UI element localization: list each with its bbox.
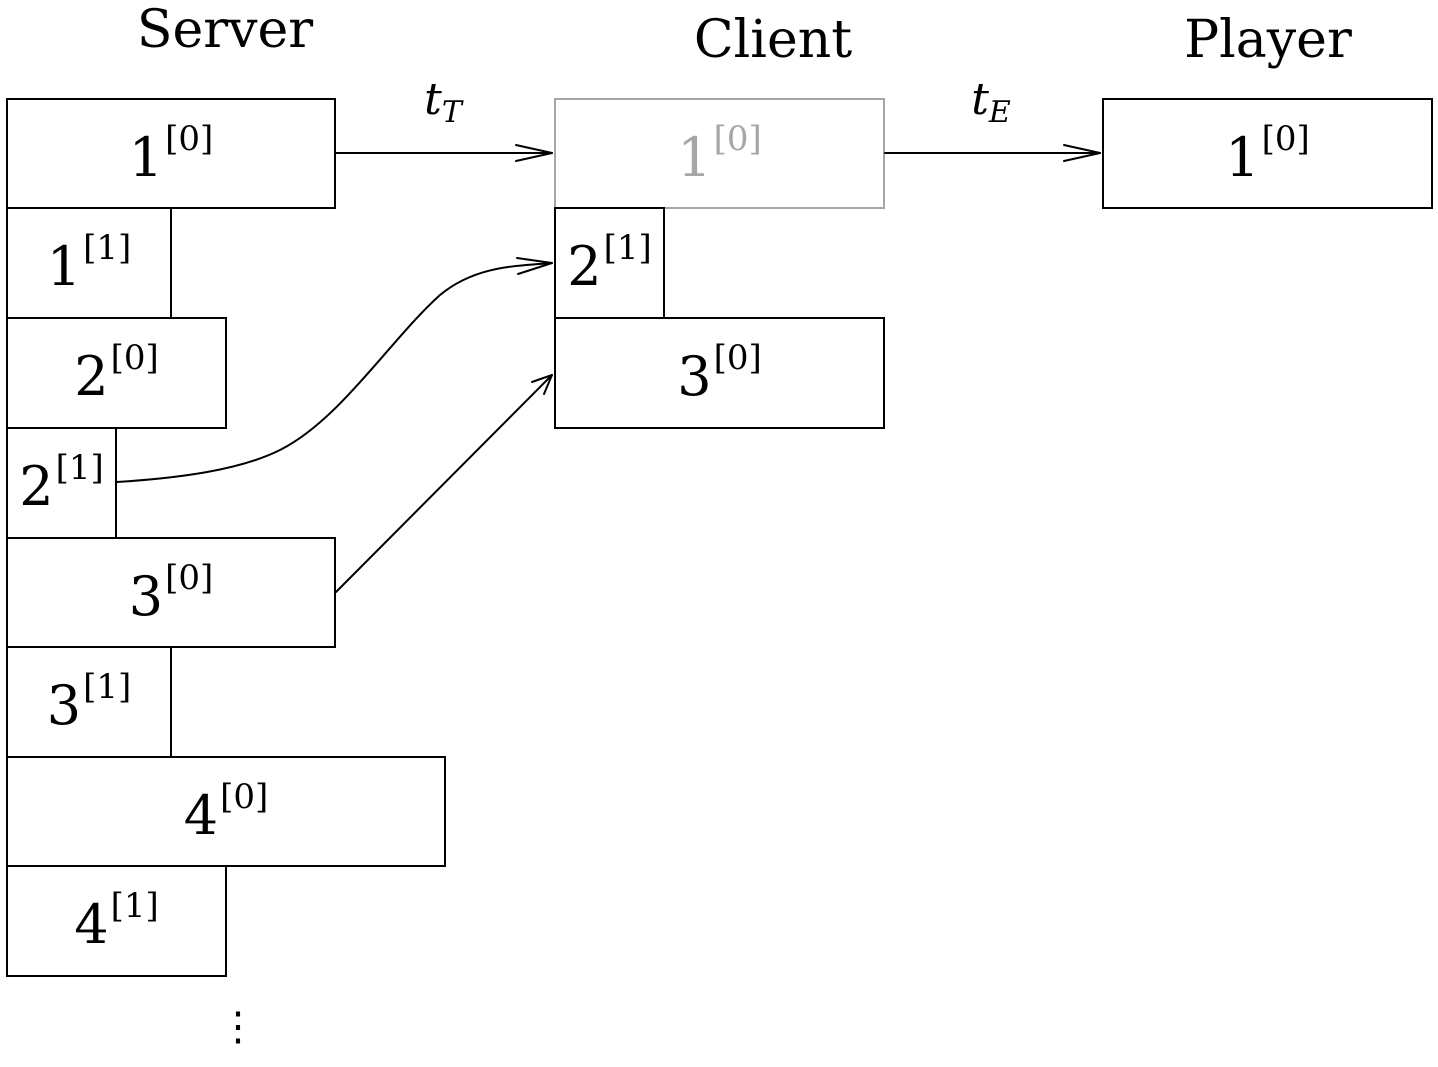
arrow-server-to-client-3-0 (335, 374, 553, 593)
server-block: 3[1] (6, 646, 172, 758)
block-layer: [1] (83, 228, 132, 268)
block-label: 4[0] (184, 780, 269, 843)
block-number: 2 (74, 345, 109, 408)
server-block: 4[1] (6, 865, 227, 977)
block-label: 1[1] (47, 231, 132, 294)
block-label: 2[1] (19, 451, 104, 514)
execution-time-label: tE (971, 78, 1011, 128)
block-layer: [0] (1261, 118, 1310, 159)
transmission-time-subscript: T (441, 95, 462, 130)
block-label: 3[1] (47, 670, 132, 733)
execution-time-base: t (971, 74, 989, 125)
block-label: 2[0] (74, 341, 159, 404)
client-column-title: Client (693, 10, 853, 70)
block-number: 3 (46, 674, 82, 737)
block-number: 3 (677, 345, 712, 408)
block-label: 4[1] (74, 889, 159, 952)
block-layer: [1] (110, 886, 159, 926)
block-number: 2 (19, 455, 54, 518)
block-label: 2[1] (567, 231, 652, 294)
block-layer: [0] (110, 338, 159, 378)
block-number: 4 (183, 783, 219, 847)
transmission-time-base: t (424, 74, 442, 125)
block-layer: [0] (713, 338, 762, 378)
block-number: 2 (567, 235, 602, 298)
block-layer: [1] (55, 448, 104, 488)
block-layer: [0] (165, 557, 214, 598)
block-layer: [1] (83, 667, 132, 707)
block-number: 1 (677, 125, 712, 189)
client-block: 2[1] (554, 207, 665, 319)
server-block: 1[1] (6, 207, 172, 319)
block-label: 3[0] (129, 561, 214, 624)
arrow-client-to-player-1-0 (884, 144, 1101, 162)
block-label: 1[0] (1225, 122, 1310, 185)
arrow-server-to-client-1-0 (335, 144, 553, 162)
player-column-title: Player (1184, 10, 1352, 70)
client-block: 3[0] (554, 317, 885, 429)
block-number: 1 (128, 125, 164, 189)
server-block: 3[0] (6, 537, 336, 648)
block-number: 1 (1225, 125, 1260, 189)
arrow-server-to-client-2-1 (116, 257, 553, 483)
server-block: 4[0] (6, 756, 446, 867)
block-layer: [0] (220, 776, 269, 817)
block-label: 3[0] (677, 341, 762, 404)
execution-time-subscript: E (988, 95, 1011, 130)
block-number: 4 (74, 893, 109, 956)
transmission-time-label: tT (424, 78, 462, 128)
server-block: 2[0] (6, 317, 227, 429)
block-number: 3 (128, 564, 164, 628)
server-column-title: Server (136, 0, 314, 60)
block-layer: [1] (603, 228, 652, 268)
block-label: 1[0] (677, 122, 762, 185)
block-layer: [0] (165, 118, 214, 159)
block-label: 1[0] (129, 122, 214, 185)
block-number: 1 (46, 235, 82, 298)
client-block-faded: 1[0] (554, 98, 885, 209)
player-block: 1[0] (1102, 98, 1433, 209)
server-block: 1[0] (6, 98, 336, 209)
block-layer: [0] (713, 118, 762, 159)
